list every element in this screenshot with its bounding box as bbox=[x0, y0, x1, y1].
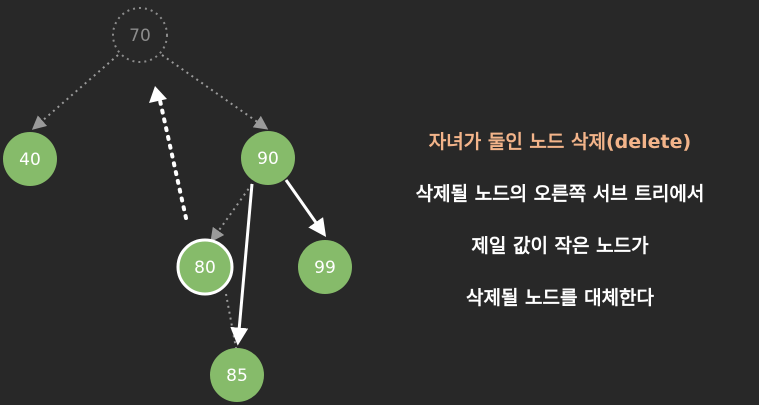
node-85: 85 bbox=[210, 348, 264, 402]
node-40: 40 bbox=[3, 132, 57, 186]
node-70-label: 70 bbox=[129, 26, 151, 46]
node-80-circle bbox=[176, 238, 234, 296]
node-99-circle bbox=[298, 240, 352, 294]
edge-70-90 bbox=[161, 54, 269, 130]
arrow-90-to-99 bbox=[284, 179, 327, 237]
node-70: 70 bbox=[112, 7, 168, 63]
node-40-circle bbox=[3, 132, 57, 186]
replace-up-arrow bbox=[157, 94, 188, 220]
edge-80-85 bbox=[225, 293, 237, 349]
node-90-circle bbox=[241, 131, 295, 185]
node-99-label: 99 bbox=[314, 258, 336, 278]
caption-block: 자녀가 둘인 노드 삭제(delete) 삭제될 노드의 오른쪽 서브 트리에서… bbox=[370, 120, 750, 328]
caption-line-3: 삭제될 노드를 대체한다 bbox=[465, 287, 655, 309]
node-85-label: 85 bbox=[226, 366, 248, 386]
caption-line-2: 제일 값이 작은 노드가 bbox=[471, 235, 649, 257]
node-90-label: 90 bbox=[257, 149, 279, 169]
node-80: 80 bbox=[176, 238, 234, 296]
node-85-circle bbox=[210, 348, 264, 402]
node-90: 90 bbox=[241, 131, 295, 185]
edge-70-40 bbox=[31, 54, 119, 130]
caption-title: 자녀가 둘인 노드 삭제(delete) bbox=[428, 131, 692, 153]
node-70-circle bbox=[112, 7, 168, 63]
node-80-label: 80 bbox=[194, 258, 216, 278]
arrow-90-to-85 bbox=[230, 183, 254, 346]
node-40-label: 40 bbox=[19, 150, 41, 170]
caption-line-1: 삭제될 노드의 오른쪽 서브 트리에서 bbox=[415, 183, 705, 205]
edge-90-80 bbox=[210, 183, 253, 243]
node-99: 99 bbox=[298, 240, 352, 294]
replace-up-arrowhead bbox=[149, 86, 167, 103]
